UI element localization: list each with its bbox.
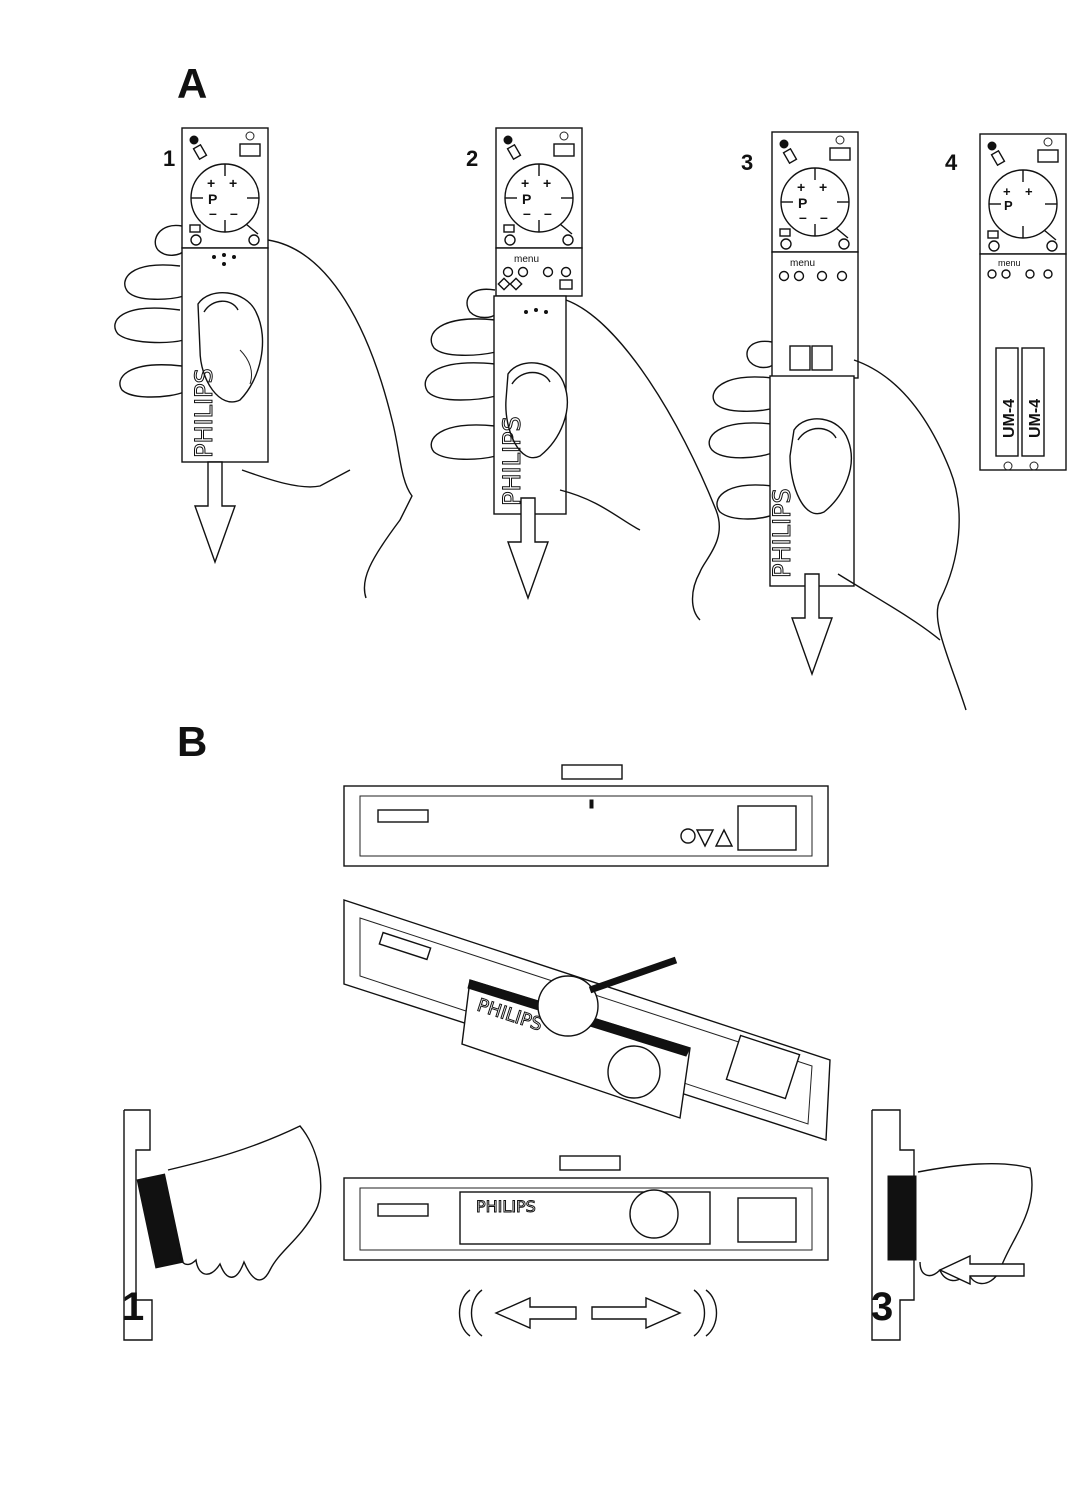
- remote-step-4: menu UM-4 UM-4 + + P: [979, 133, 1067, 471]
- svg-text:+: +: [1003, 184, 1011, 199]
- svg-text:+: +: [229, 175, 237, 191]
- section-a-label: A: [177, 60, 208, 107]
- svg-text:–: –: [820, 209, 828, 225]
- svg-text:P: P: [208, 191, 217, 207]
- svg-text:+: +: [797, 179, 805, 195]
- step-b1-number: 1: [122, 1285, 145, 1329]
- svg-text:menu: menu: [790, 258, 815, 269]
- svg-text:+: +: [543, 175, 551, 191]
- wall-panel-top: [343, 764, 829, 867]
- step-a2-number: 2: [466, 146, 479, 171]
- svg-text:+: +: [521, 175, 529, 191]
- wall-panel-tilted: PHILIPS: [343, 899, 831, 1141]
- philips-logo-2: PHILIPS: [498, 416, 526, 506]
- svg-text:–: –: [209, 205, 217, 221]
- svg-text:–: –: [544, 205, 552, 221]
- wall-panel-bottom: PHILIPS: [343, 1155, 829, 1261]
- svg-text:menu: menu: [998, 258, 1021, 268]
- svg-text:+: +: [207, 175, 215, 191]
- step-a4-number: 4: [945, 150, 958, 175]
- svg-text:–: –: [230, 205, 238, 221]
- side-view-step-1: [123, 1109, 322, 1341]
- battery-2: [1021, 347, 1045, 457]
- svg-text:–: –: [799, 209, 807, 225]
- section-b-label: B: [177, 718, 208, 765]
- remote-step-1: PHILIPS + + P – –: [114, 127, 413, 599]
- step-a1-number: 1: [163, 146, 176, 171]
- battery-1: [995, 347, 1019, 457]
- svg-text:+: +: [819, 179, 827, 195]
- philips-logo-1: PHILIPS: [190, 368, 218, 458]
- remote-step-2: menu PHILIPS + + P – –: [424, 127, 720, 621]
- svg-text:UM-4: UM-4: [1027, 399, 1044, 438]
- step-b3-number: 3: [871, 1285, 894, 1329]
- svg-text:+: +: [1025, 184, 1033, 199]
- slide-arrows: [458, 1289, 718, 1337]
- svg-text:P: P: [1004, 198, 1013, 213]
- step-a3-number: 3: [741, 150, 754, 175]
- philips-logo-3: PHILIPS: [768, 488, 796, 578]
- side-view-step-3: [871, 1109, 1033, 1341]
- remote-step-3: menu PHILIPS + + P – –: [708, 131, 967, 711]
- svg-text:P: P: [522, 191, 531, 207]
- svg-text:UM-4: UM-4: [1001, 399, 1018, 438]
- svg-text:P: P: [798, 195, 807, 211]
- svg-text:–: –: [523, 205, 531, 221]
- svg-text:menu: menu: [514, 254, 539, 265]
- philips-logo-bottom: PHILIPS: [476, 1197, 536, 1216]
